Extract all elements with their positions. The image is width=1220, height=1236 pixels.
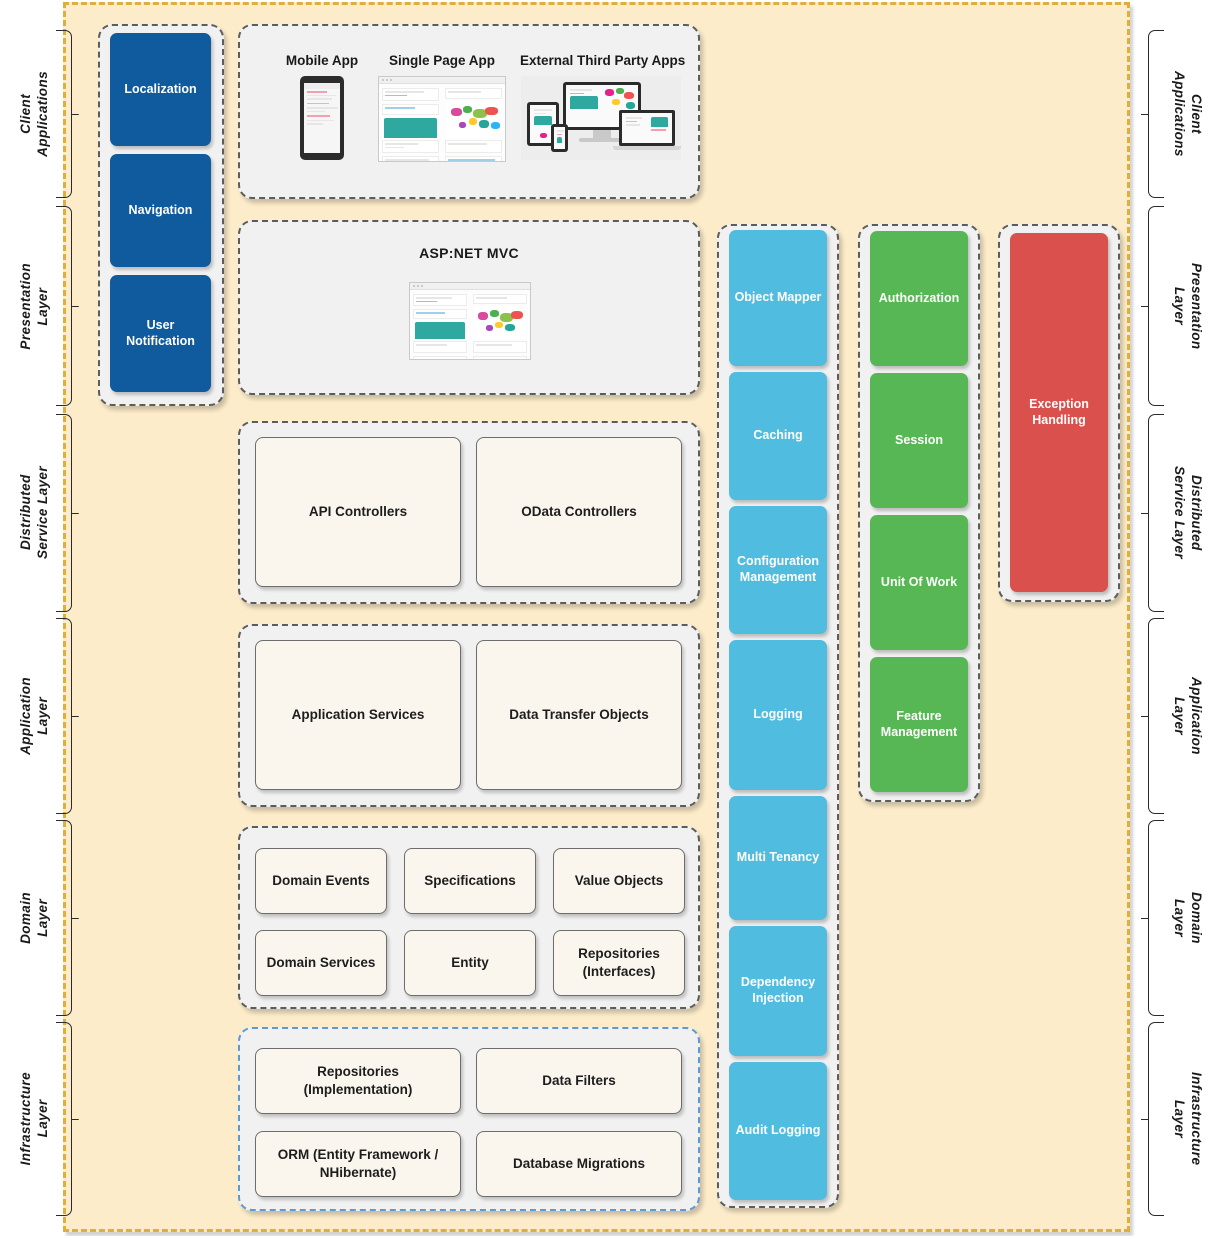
- client-app-label: Single Page App: [388, 53, 496, 68]
- tile-odata-controllers[interactable]: OData Controllers: [476, 437, 682, 587]
- multi-device-icon: [521, 76, 681, 160]
- tile-specifications[interactable]: Specifications: [404, 848, 536, 914]
- browser-toolbar: [410, 283, 530, 290]
- tile-logging[interactable]: Logging: [729, 640, 827, 790]
- right-bracket-label: Distributed Service Layer: [1171, 466, 1204, 560]
- dashboard-body: [379, 85, 505, 161]
- bracket-shape: [1141, 820, 1164, 1016]
- right-bracket-label: Domain Layer: [1171, 892, 1204, 944]
- client-app-label: Mobile App: [285, 53, 359, 68]
- tile-configuration-management[interactable]: Configuration Management: [729, 506, 827, 634]
- tile-user-notification[interactable]: User Notification: [110, 275, 211, 392]
- bracket-shape: [1141, 30, 1164, 198]
- left-bracket-presentation-layer: Presentation Layer: [18, 206, 79, 406]
- right-bracket-label: Application Layer: [1171, 677, 1204, 755]
- left-bracket-distributed-service-layer: Distributed Service Layer: [18, 414, 79, 612]
- tile-entity[interactable]: Entity: [404, 930, 536, 996]
- left-bracket-label: Presentation Layer: [18, 262, 50, 350]
- tile-application-services[interactable]: Application Services: [255, 640, 461, 790]
- tile-multi-tenancy[interactable]: Multi Tenancy: [729, 796, 827, 920]
- right-bracket-domain-layer: Domain Layer: [1141, 820, 1204, 1016]
- tile-repositories-implementation[interactable]: Repositories (Implementation): [255, 1048, 461, 1114]
- bracket-shape: [1141, 618, 1164, 814]
- tile-data-filters[interactable]: Data Filters: [476, 1048, 682, 1114]
- browser-toolbar: [379, 77, 505, 84]
- laptop-base: [613, 146, 681, 150]
- tile-data-transfer-objects[interactable]: Data Transfer Objects: [476, 640, 682, 790]
- browser-dashboard-icon: [378, 76, 506, 162]
- client-app-label: External Third Party Apps: [520, 53, 686, 68]
- right-bracket-application-layer: Application Layer: [1141, 618, 1204, 814]
- right-bracket-distributed-service-layer: Distributed Service Layer: [1141, 414, 1204, 612]
- bracket-shape: [55, 206, 79, 406]
- tile-exception-handling[interactable]: Exception Handling: [1010, 233, 1108, 592]
- aspnet-dashboard-thumbnail: [409, 282, 531, 360]
- left-bracket-label: Application Layer: [18, 677, 50, 755]
- right-bracket-label: Infrastructure Layer: [1171, 1072, 1204, 1166]
- tile-navigation[interactable]: Navigation: [110, 154, 211, 267]
- laptop-icon: [619, 110, 675, 146]
- left-bracket-label: Distributed Service Layer: [18, 466, 50, 560]
- right-bracket-infrastructure-layer: Infrastructure Layer: [1141, 1022, 1204, 1216]
- bracket-shape: [1141, 1022, 1164, 1216]
- tile-authorization[interactable]: Authorization: [870, 231, 968, 366]
- tile-repositories-interfaces[interactable]: Repositories (Interfaces): [553, 930, 685, 996]
- left-bracket-label: Client Applications: [18, 71, 50, 157]
- mobile-phone-icon: [300, 76, 344, 160]
- right-bracket-client-applications: Client Applications: [1141, 30, 1204, 198]
- bracket-shape: [55, 30, 79, 198]
- left-bracket-domain-layer: Domain Layer: [18, 820, 79, 1016]
- right-bracket-presentation-layer: Presentation Layer: [1141, 206, 1204, 406]
- client-app-third-party[interactable]: External Third Party Apps: [520, 53, 686, 160]
- monitor-stand: [593, 130, 611, 138]
- tile-dependency-injection[interactable]: Dependency Injection: [729, 926, 827, 1056]
- tile-domain-services[interactable]: Domain Services: [255, 930, 387, 996]
- tile-domain-events[interactable]: Domain Events: [255, 848, 387, 914]
- desktop-monitor-icon: [563, 82, 641, 130]
- left-bracket-label: Domain Layer: [18, 892, 50, 944]
- client-app-single-page[interactable]: Single Page App: [378, 53, 506, 162]
- tile-api-controllers[interactable]: API Controllers: [255, 437, 461, 587]
- tile-unit-of-work[interactable]: Unit Of Work: [870, 515, 968, 650]
- bracket-shape: [55, 618, 79, 814]
- left-bracket-client-applications: Client Applications: [18, 30, 79, 198]
- tile-localization[interactable]: Localization: [110, 33, 211, 146]
- tile-session[interactable]: Session: [870, 373, 968, 508]
- dashboard-body: [410, 291, 530, 359]
- monitor-base: [579, 138, 625, 142]
- tile-audit-logging[interactable]: Audit Logging: [729, 1062, 827, 1200]
- tile-object-mapper[interactable]: Object Mapper: [729, 230, 827, 366]
- tile-feature-management[interactable]: Feature Management: [870, 657, 968, 792]
- left-bracket-infrastructure-layer: Infrastructure Layer: [18, 1022, 79, 1216]
- phone-screen: [304, 83, 340, 153]
- bracket-shape: [1141, 414, 1164, 612]
- smartphone-icon: [551, 124, 568, 152]
- left-bracket-application-layer: Application Layer: [18, 618, 79, 814]
- world-map-graphic: [447, 102, 500, 138]
- aspnet-mvc-title: ASP:NET MVC: [419, 245, 519, 261]
- tile-database-migrations[interactable]: Database Migrations: [476, 1131, 682, 1197]
- tile-value-objects[interactable]: Value Objects: [553, 848, 685, 914]
- tile-orm[interactable]: ORM (Entity Framework / NHibernate): [255, 1131, 461, 1197]
- bracket-shape: [1141, 206, 1164, 406]
- bracket-shape: [55, 820, 79, 1016]
- right-bracket-label: Client Applications: [1171, 71, 1204, 157]
- right-bracket-label: Presentation Layer: [1171, 262, 1204, 350]
- bracket-shape: [55, 1022, 79, 1216]
- client-app-mobile[interactable]: Mobile App: [268, 53, 376, 160]
- left-bracket-label: Infrastructure Layer: [18, 1072, 50, 1166]
- tile-caching[interactable]: Caching: [729, 372, 827, 500]
- world-map-graphic: [475, 307, 525, 339]
- bracket-shape: [55, 414, 79, 612]
